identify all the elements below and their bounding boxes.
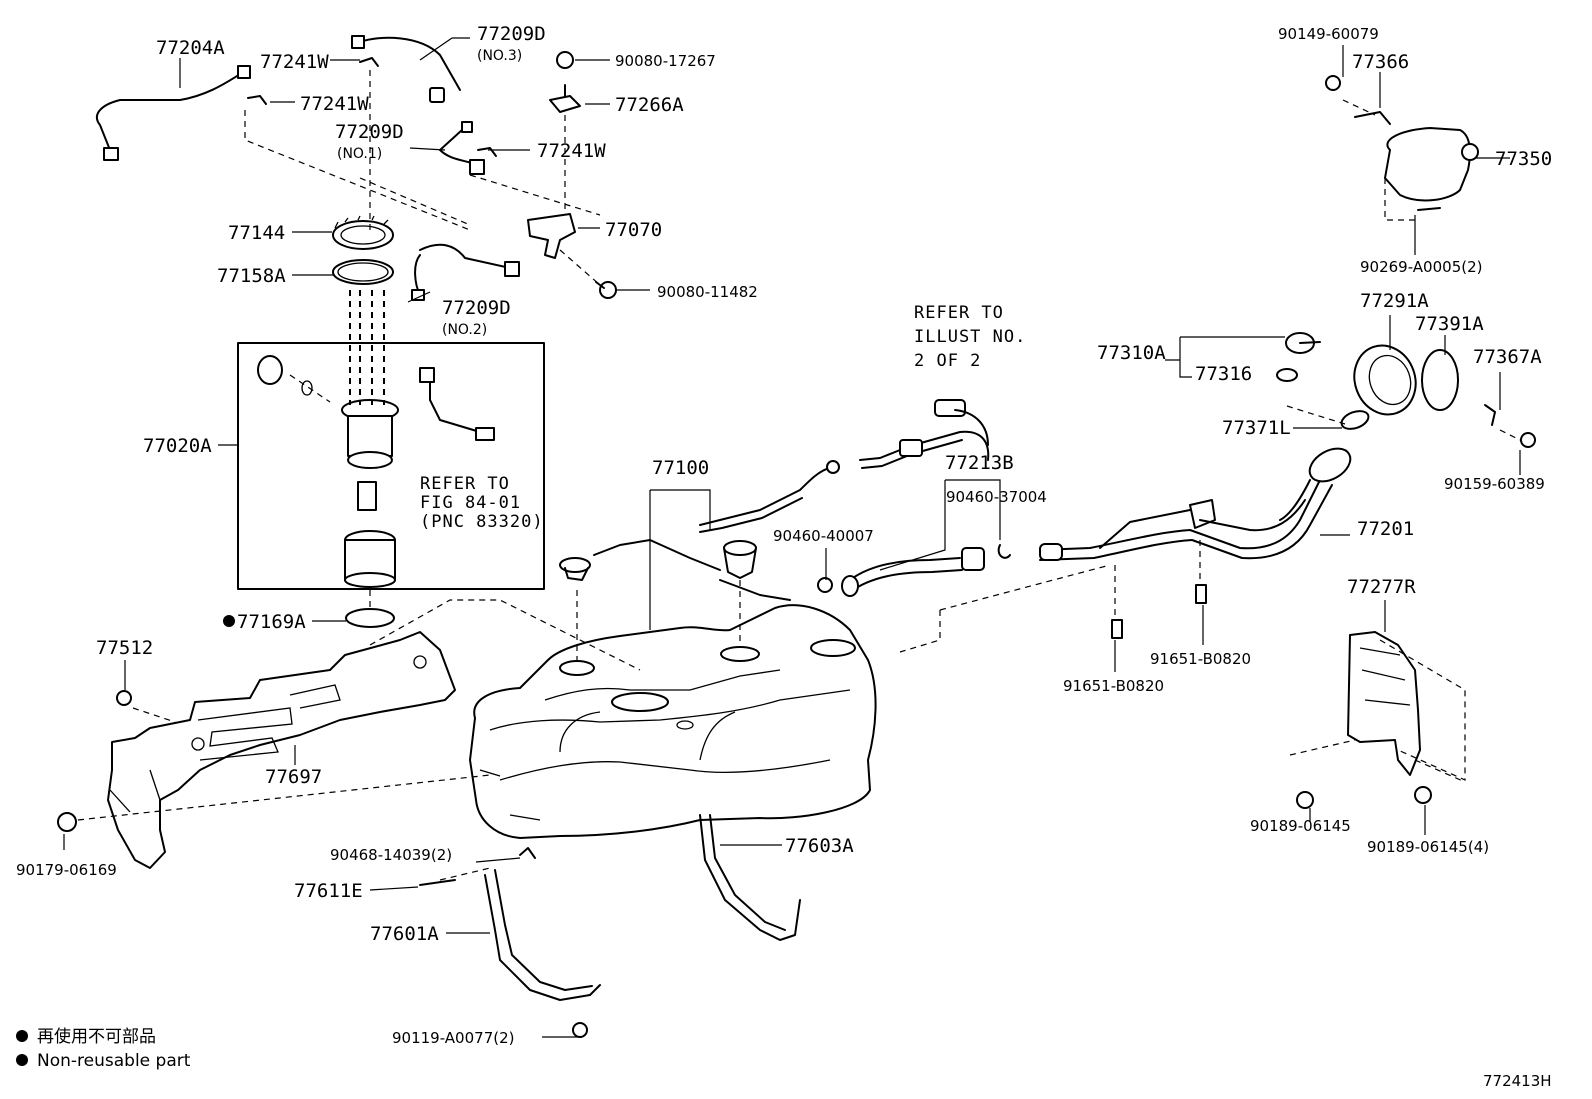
wire-77204A <box>95 65 251 161</box>
label-90119-A0077: 90119-A0077(2) <box>392 1029 514 1047</box>
label-77204A: 77204A <box>156 37 225 59</box>
breather-hose <box>859 399 990 469</box>
tube-77100 <box>559 460 840 601</box>
label-90460-37004: 90460-37004 <box>946 488 1047 506</box>
bracket-77367A <box>1484 404 1496 426</box>
clip-90189-06145-4 <box>1414 786 1432 804</box>
label-no2: (NO.2) <box>442 322 487 338</box>
clip-90468-14039 <box>519 847 536 859</box>
label-90189-06145: 90189-06145 <box>1250 817 1351 835</box>
label-90080-11482: 90080-11482 <box>657 283 758 301</box>
lock-ring-77144 <box>332 215 394 250</box>
fuel-tank <box>469 604 877 839</box>
legend-dot-en <box>16 1054 28 1066</box>
label-77241W-left: 77241W <box>300 93 369 115</box>
label-90460-40007: 90460-40007 <box>773 527 874 545</box>
clip-90189-06145 <box>1296 791 1314 809</box>
gasket-77158A <box>332 259 394 285</box>
label-77512: 77512 <box>96 637 153 659</box>
note-refer-fig-1: REFER TO <box>420 474 510 494</box>
screw-90159-60389 <box>1520 432 1536 448</box>
label-77277R: 77277R <box>1347 576 1416 598</box>
assembly-lines <box>77 70 1521 881</box>
bolt-90080-11482 <box>595 281 617 299</box>
label-77611E: 77611E <box>294 880 363 902</box>
clips-77241W <box>247 57 497 157</box>
filler-pipe-77201 <box>1039 447 1352 561</box>
label-77209D-no3: 77209D <box>477 23 546 45</box>
label-77241W-right: 77241W <box>537 140 606 162</box>
legend-dot-jp <box>16 1030 28 1042</box>
fuel-pump-assembly <box>257 355 495 588</box>
label-77100: 77100 <box>652 457 709 479</box>
label-77310A: 77310A <box>1097 342 1166 364</box>
label-no3: (NO.3) <box>477 48 522 64</box>
label-77158A: 77158A <box>217 265 286 287</box>
label-90159-60389: 90159-60389 <box>1444 475 1545 493</box>
label-90080-17267: 90080-17267 <box>615 52 716 70</box>
strap-77603A <box>699 814 801 941</box>
illustration-code: 772413H <box>1483 1072 1552 1090</box>
label-90179-06169: 90179-06169 <box>16 861 117 879</box>
protector-77277R <box>1347 631 1421 776</box>
label-77209D-no2: 77209D <box>442 297 511 319</box>
label-77601A: 77601A <box>370 923 439 945</box>
legend-jp: 再使用不可部品 <box>37 1026 156 1047</box>
non-reusable-marker <box>223 615 235 627</box>
label-77603A: 77603A <box>785 835 854 857</box>
label-77201: 77201 <box>1357 518 1414 540</box>
label-77020A: 77020A <box>143 435 212 457</box>
gasket-77371L <box>1340 410 1370 430</box>
clamp-90460-40007 <box>817 577 833 593</box>
label-77144: 77144 <box>228 222 285 244</box>
bolt-91651-B0820-a <box>1111 619 1123 639</box>
fuel-cap-77310A <box>1276 332 1321 382</box>
label-77070: 77070 <box>605 219 662 241</box>
pin-77611E <box>419 879 456 886</box>
note-refer-illust-1: REFER TO <box>914 303 1004 323</box>
bracket-77070 <box>527 51 581 259</box>
label-77213B: 77213B <box>945 452 1014 474</box>
label-77350: 77350 <box>1495 148 1552 170</box>
fuel-filler-door-77350 <box>1325 75 1479 211</box>
legend-en: Non-reusable part <box>37 1051 191 1071</box>
leader-lines <box>63 37 1521 1038</box>
label-91651-B0820-left: 91651-B0820 <box>1063 677 1164 695</box>
note-refer-illust-3: 2 OF 2 <box>914 351 981 371</box>
label-90189-06145-4: 90189-06145(4) <box>1367 838 1489 856</box>
heat-insulator-77697 <box>107 631 456 869</box>
label-77291A: 77291A <box>1360 290 1429 312</box>
strap-77601A <box>484 869 601 1001</box>
nut-77512 <box>116 690 132 706</box>
hose-77213B <box>841 547 985 597</box>
label-77371L: 77371L <box>1222 417 1291 439</box>
nut-90179-06169 <box>57 812 77 832</box>
hoses-77209D <box>351 35 520 301</box>
label-77169A: 77169A <box>237 611 306 633</box>
label-77367A: 77367A <box>1473 346 1542 368</box>
label-77266A: 77266A <box>615 94 684 116</box>
note-refer-fig-2: FIG 84-01 <box>420 493 521 513</box>
label-77209D-no1: 77209D <box>335 121 404 143</box>
label-77366: 77366 <box>1352 51 1409 73</box>
bolt-91651-B0820-b <box>1195 584 1207 604</box>
label-90468-14039: 90468-14039(2) <box>330 846 452 864</box>
gasket-77391A <box>1421 349 1459 411</box>
label-77697: 77697 <box>265 766 322 788</box>
note-refer-illust-2: ILLUST NO. <box>914 327 1026 347</box>
bolt-90119-A0077 <box>572 1022 588 1038</box>
label-90149-60079: 90149-60079 <box>1278 25 1379 43</box>
label-no1: (NO.1) <box>337 146 382 162</box>
clamp-90460-37004 <box>997 544 1011 559</box>
note-refer-fig-3: (PNC 83320) <box>420 512 544 532</box>
housing-77291A <box>1353 344 1417 416</box>
label-91651-B0820-right: 91651-B0820 <box>1150 650 1251 668</box>
assembly-box-77020A <box>237 342 545 590</box>
label-77391A: 77391A <box>1415 313 1484 335</box>
label-77241W-top: 77241W <box>260 51 329 73</box>
label-90269-A0005: 90269-A0005(2) <box>1360 258 1482 276</box>
o-ring-77169A <box>345 608 395 628</box>
label-77316: 77316 <box>1195 363 1252 385</box>
